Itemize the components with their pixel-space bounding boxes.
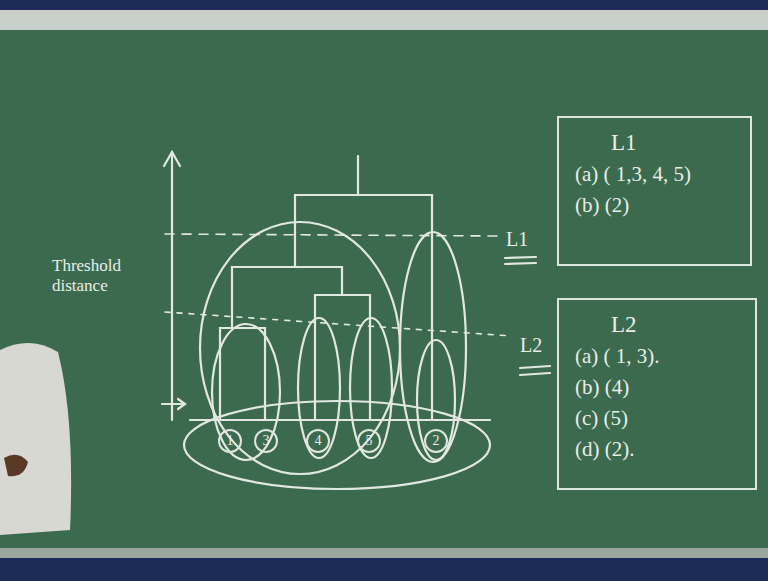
merge-13-45 [232, 267, 342, 328]
cluster-entry: (d) (2). [575, 437, 743, 462]
cluster-oval-13 [212, 324, 280, 460]
cluster-entry: (b) (2) [575, 193, 738, 218]
axis-label: Threshold distance [52, 256, 152, 296]
leaf-number: 1 [227, 434, 234, 448]
cluster-oval-2-outer [400, 232, 466, 462]
baseline-pointer-head [178, 399, 185, 409]
leaf-baseline [190, 419, 490, 421]
cluster-entry: (a) ( 1, 3). [575, 344, 743, 369]
cluster-list-panel: L1 (a) ( 1,3, 4, 5) (b) (2) [557, 116, 752, 266]
leaf-number: 3 [263, 434, 270, 448]
threshold-line-l1 [165, 234, 498, 236]
lecturer-hand [4, 455, 28, 476]
board-frame-top [0, 10, 768, 32]
l1-underline [505, 257, 536, 258]
l2-underline [520, 366, 550, 368]
baseline-pointer [162, 403, 184, 405]
threshold-level-label: L1 [506, 228, 546, 251]
threshold-level-label: L2 [520, 334, 560, 357]
cluster-oval-all [184, 401, 490, 489]
dendrogram-root [357, 156, 359, 195]
cluster-oval-5 [350, 318, 392, 458]
leaf-circle: 4 [306, 429, 330, 453]
leaf-circle: 1 [218, 429, 242, 453]
chalk-strokes [162, 152, 550, 489]
board-frame-bottom [0, 548, 768, 558]
l1-underline [505, 263, 536, 264]
cluster-oval-4 [298, 318, 340, 458]
cluster-entry: (c) (5) [575, 406, 743, 431]
leaf-number: 4 [315, 434, 322, 448]
chalkboard [0, 30, 768, 552]
level-heading: L1 [611, 130, 738, 156]
cluster-list-panel: L2 (a) ( 1, 3). (b) (4) (c) (5) (d) (2). [557, 298, 757, 490]
cluster-oval-2-inner [417, 340, 455, 460]
leaf-circle: 5 [357, 429, 381, 453]
leaf-number: 2 [433, 434, 440, 448]
l2-underline [520, 373, 550, 375]
level-heading: L2 [611, 312, 743, 338]
cluster-oval-1345 [200, 222, 400, 474]
axis-arrowhead [164, 152, 180, 166]
lecturer-figure [0, 343, 71, 535]
cluster-entry: (b) (4) [575, 375, 743, 400]
distance-axis [171, 152, 173, 420]
cluster-entry: (a) ( 1,3, 4, 5) [575, 162, 738, 187]
leaf-circle: 2 [424, 429, 448, 453]
merge-all-2 [295, 195, 432, 420]
leaf-number: 5 [366, 434, 373, 448]
leaf-circle: 3 [254, 429, 278, 453]
threshold-line-l2 [165, 312, 512, 336]
